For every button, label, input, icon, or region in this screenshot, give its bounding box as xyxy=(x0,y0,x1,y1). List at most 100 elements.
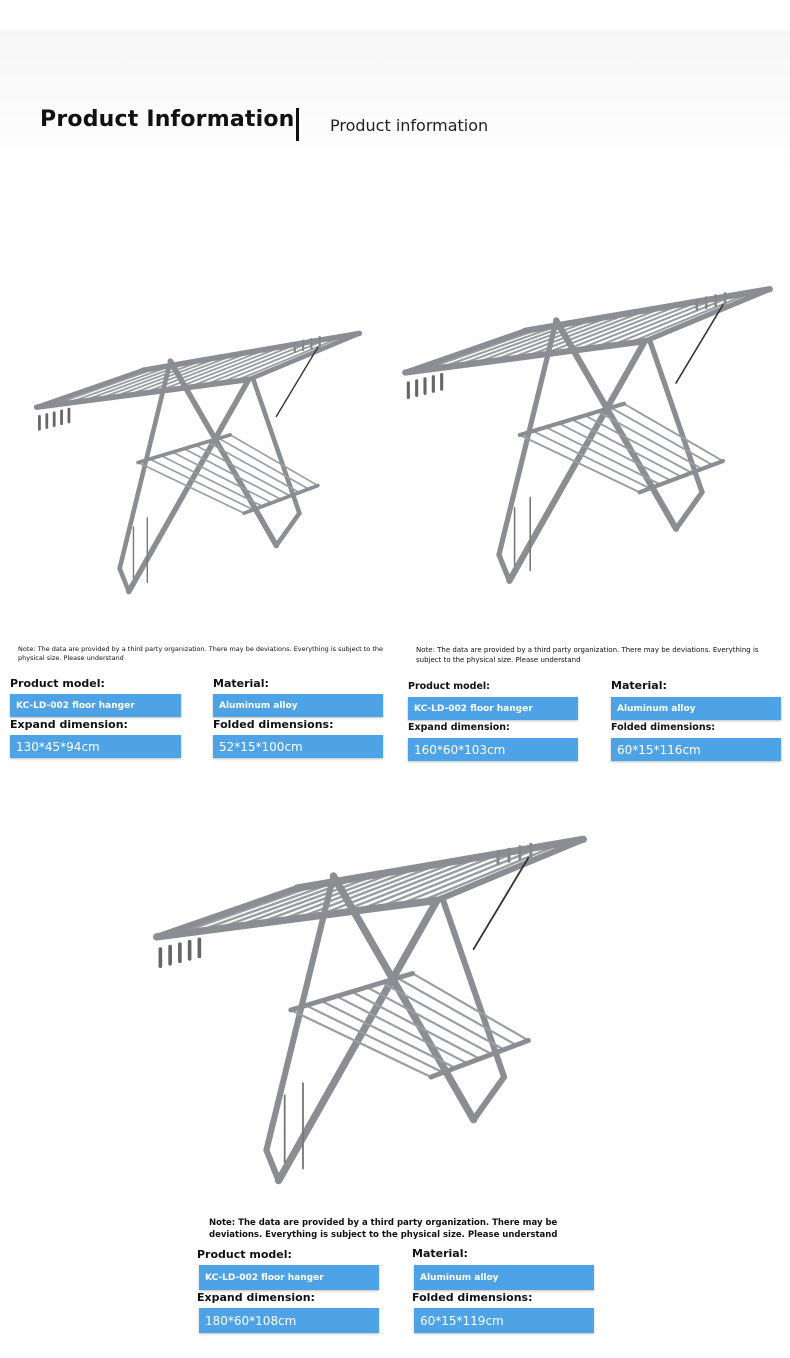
rack-slat xyxy=(81,361,191,403)
rack-slat xyxy=(421,326,544,372)
rack-slat xyxy=(506,311,631,361)
rack-bar xyxy=(293,835,587,892)
title-divider xyxy=(296,108,299,141)
note-text: Note: The data are provided by a third p… xyxy=(18,645,384,662)
expand-value: 180*60*108cm xyxy=(199,1308,379,1333)
rack-bar xyxy=(642,286,773,344)
folded-label: Folded dimensions: xyxy=(412,1291,533,1304)
rack-foot xyxy=(496,552,512,584)
rack-bar xyxy=(33,376,252,410)
expand-label: Expand dimension: xyxy=(197,1291,315,1304)
model-value: KC-LD-002 floor hanger xyxy=(408,697,578,720)
model-value: KC-LD-002 floor hanger xyxy=(199,1265,379,1290)
rack-leg xyxy=(440,897,508,1081)
shelf-slat xyxy=(596,410,704,470)
rack-foot xyxy=(117,566,132,594)
shelf-slat xyxy=(320,999,457,1069)
rack-slat xyxy=(335,855,483,915)
support-wire xyxy=(675,304,724,384)
rack-slat xyxy=(195,879,340,933)
rack-slat xyxy=(126,353,237,397)
note-text: Note: The data are provided by a third p… xyxy=(209,1218,558,1240)
material-label: Material: xyxy=(213,677,269,690)
rack-bar xyxy=(34,368,145,410)
expand-value: 130*45*94cm xyxy=(10,735,181,758)
material-value: Aluminum alloy xyxy=(611,697,781,720)
shelf-slat xyxy=(518,434,641,494)
rack-slat xyxy=(187,343,299,389)
shelf-slat xyxy=(411,972,530,1042)
expand-label: Expand dimension: xyxy=(408,722,510,733)
rack-bar xyxy=(521,286,773,334)
rack-slat xyxy=(275,866,421,923)
shelf-slat xyxy=(289,1008,433,1079)
rack-leg xyxy=(647,338,705,495)
shelf-slat xyxy=(531,430,651,490)
rack-slat xyxy=(626,291,754,345)
rack-slat xyxy=(96,358,206,401)
rack-slat xyxy=(541,305,666,356)
rack-leg xyxy=(553,317,680,532)
expand-value: 160*60*103cm xyxy=(408,738,578,761)
shelf-slat xyxy=(229,434,319,487)
rack-bar xyxy=(517,401,627,438)
shelf-slat xyxy=(381,981,506,1051)
shelf-slat xyxy=(194,444,292,497)
shelf-slat xyxy=(610,406,714,466)
rack-leg xyxy=(274,896,441,1185)
rack-slat xyxy=(141,350,252,395)
model-label: Product model: xyxy=(408,681,490,692)
rack-bar xyxy=(242,483,320,516)
rack-bar xyxy=(246,331,362,382)
expand-label: Expand dimension: xyxy=(10,718,128,731)
rack-slat xyxy=(295,862,442,920)
rack-leg xyxy=(496,317,559,558)
rack-slat xyxy=(235,872,380,928)
shelf-slat xyxy=(183,447,282,501)
shelf-slat xyxy=(206,440,301,494)
rack-slat xyxy=(523,308,649,358)
rack-slat xyxy=(609,294,736,347)
shelf-slat xyxy=(583,414,693,474)
rack-bar xyxy=(402,338,648,376)
rack-slat xyxy=(172,345,283,391)
shelf-slat xyxy=(148,458,255,511)
rack-bar xyxy=(433,836,587,904)
rack-bar xyxy=(139,330,363,374)
model-label: Product model: xyxy=(197,1248,292,1261)
rack-slat xyxy=(215,876,360,931)
shelf-slat xyxy=(544,426,662,486)
rack-leg xyxy=(117,358,173,571)
rack-bar xyxy=(428,1038,531,1080)
folded-value: 60*15*116cm xyxy=(611,738,781,761)
header-band xyxy=(0,30,790,170)
rack-slat xyxy=(415,841,565,905)
support-wire xyxy=(275,346,319,418)
rack-bar xyxy=(153,896,441,941)
rack-slat xyxy=(395,845,544,907)
rack-slat xyxy=(156,348,268,393)
page-subtitle: Product information xyxy=(330,116,489,135)
rack-bar xyxy=(402,328,528,376)
rack-leg xyxy=(263,872,337,1154)
rack-foot xyxy=(274,510,302,548)
rack-leg xyxy=(251,377,302,516)
rack-slat xyxy=(575,300,701,352)
rack-slat xyxy=(66,364,175,405)
folded-value: 60*15*119cm xyxy=(414,1308,594,1333)
rack-slat xyxy=(472,317,596,365)
rack-foot xyxy=(263,1147,282,1184)
rack-leg xyxy=(329,872,478,1124)
drying-rack-image-3 xyxy=(153,835,587,1185)
drying-rack-image-2 xyxy=(402,286,773,584)
material-label: Material: xyxy=(412,1247,468,1260)
rack-bar xyxy=(136,433,233,465)
material-value: Aluminum alloy xyxy=(213,694,383,717)
rack-slat xyxy=(217,337,330,385)
shelf-slat xyxy=(217,437,310,490)
shelf-slat xyxy=(557,422,672,482)
rack-leg xyxy=(126,376,252,595)
rack-bar xyxy=(637,458,726,495)
folded-label: Folded dimensions: xyxy=(213,718,334,731)
shelf-slat xyxy=(623,402,724,462)
